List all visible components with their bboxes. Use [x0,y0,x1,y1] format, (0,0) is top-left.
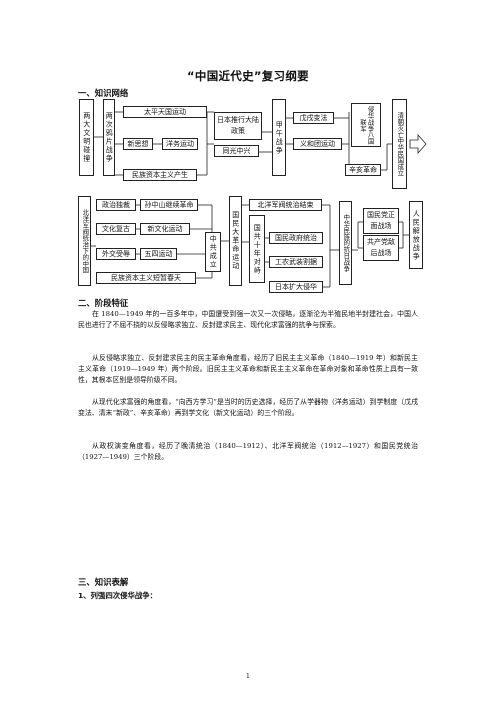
node-dictatorship: 政治独裁 [96,199,136,211]
node-westernization: 洋务运动 [162,138,198,150]
node-nationalist-gov: 国民政府统治 [269,232,323,244]
node-xinhai: 辛亥革命 [345,164,381,176]
node-armed-separatism: 工农武装割据 [269,256,323,268]
section-heading-tables: 三、知识表解 [78,577,129,587]
node-qing-fall: 清朝灭亡中华民国成立 [392,99,407,189]
node-sun-revolution: 孙中山继续革命 [140,199,198,211]
node-new-culture: 新文化运动 [140,223,190,235]
node-national-capital: 民族资本主义产生 [123,169,197,181]
node-ccp-founded: 中共成立 [205,232,221,272]
node-boxer: 义和团运动 [293,138,342,150]
node-two-civilizations: 两大文明碰撞 [79,99,94,176]
node-jiawu-war: 甲午战争 [272,99,286,176]
node-beiyang-end: 北洋军阀统治结束 [249,199,322,211]
page-title: “中国近代史”复习纲要 [187,69,309,83]
page-number: 1 [245,672,251,680]
section-heading-network: 一、知识网络 [78,88,129,98]
node-kmt-ccp-standoff: 国共十年对峙 [249,215,265,283]
paragraph: 从现代化求富强的角度看，“向西方学习”是当时的历史选择，经历了从学器物（洋务运动… [78,398,418,417]
paragraph: 从反侵略求独立、反封建求民主的民主革命角度看，经历了旧民主主义革命（1840—1… [78,354,418,384]
node-tongguang: 同光中兴 [214,145,259,157]
node-taiping: 太平天国运动 [123,106,207,118]
section-heading-stages: 二、阶段特征 [78,298,129,308]
node-eight-nation: 侵华战争八国联军 [351,103,381,147]
node-anti-japanese-war: 中华民族的抗日战争 [339,201,352,285]
node-national-revolution: 国民大革命运动 [229,196,242,286]
node-cultural-restoration: 文化复古 [96,223,136,235]
node-japan-continental: 日本推行大陆政策 [214,112,262,140]
node-liberation-war: 人民解放战争 [409,201,423,269]
node-japan-expand: 日本扩大侵华 [269,281,323,293]
node-capital-spring: 民族资本主义短暂春天 [96,272,196,284]
paragraph: 从政权演变角度看，经历了晚清统治（1840—1912）、北洋军阀统治（1912—… [78,442,418,461]
subheading-four-wars: 1、列强四次侵华战争： [78,591,158,600]
node-beiyang-china: 北洋军阀统治下的中国 [78,196,91,286]
node-ccp-rear: 共产党敌后战场 [363,235,399,261]
node-wuxu: 戊戌变法 [293,112,334,124]
right-arrow-icon [409,133,427,155]
node-opium-wars: 两次鸦片战争 [103,99,115,176]
node-new-thought: 新思想 [123,138,153,150]
node-diplomatic-humiliation: 外交受辱 [96,248,136,260]
node-may-fourth: 五四运动 [140,248,177,260]
node-kmt-front: 国民党正面战场 [363,208,399,234]
paragraph: 在 1840—1949 年的一百多年中，中国遭受到强一次又一次侵略，逐渐沦为半殖… [78,310,418,329]
